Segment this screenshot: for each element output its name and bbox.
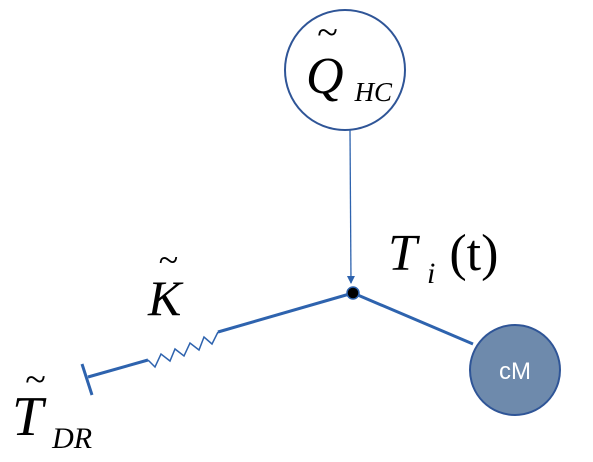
boundary-temperature-tilde: ~ xyxy=(25,359,46,401)
capacitance-circle xyxy=(469,324,561,416)
temperature-node xyxy=(346,286,360,300)
node-temperature-symbol: T i (t) xyxy=(388,225,498,295)
node-temperature-subscript: i xyxy=(427,257,435,290)
resistor-zigzag xyxy=(147,331,219,369)
boundary-temperature-subscript: DR xyxy=(51,422,92,455)
node-temperature-argument: (t) xyxy=(449,225,498,282)
heat-source-base: Q xyxy=(306,48,344,105)
boundary-terminal-bar xyxy=(80,363,94,396)
conductance-symbol: K xyxy=(147,270,184,326)
conductance-tilde: ~ xyxy=(158,240,177,280)
heat-source-subscript: HC xyxy=(354,77,393,107)
node-temperature-base: T xyxy=(388,225,420,282)
capacitance-label: cM xyxy=(499,358,531,385)
heat-source-symbol: Q HC xyxy=(306,48,393,107)
resistor-link-line xyxy=(217,291,354,334)
capacitance-link-line xyxy=(352,291,474,346)
heat-flow-arrow xyxy=(346,129,355,284)
conductance-base: K xyxy=(147,270,184,326)
heat-source-circle xyxy=(284,9,406,131)
heat-source-tilde: ~ xyxy=(317,12,338,54)
boundary-temperature-symbol: T DR xyxy=(12,386,92,455)
boundary-link-line xyxy=(87,358,149,379)
